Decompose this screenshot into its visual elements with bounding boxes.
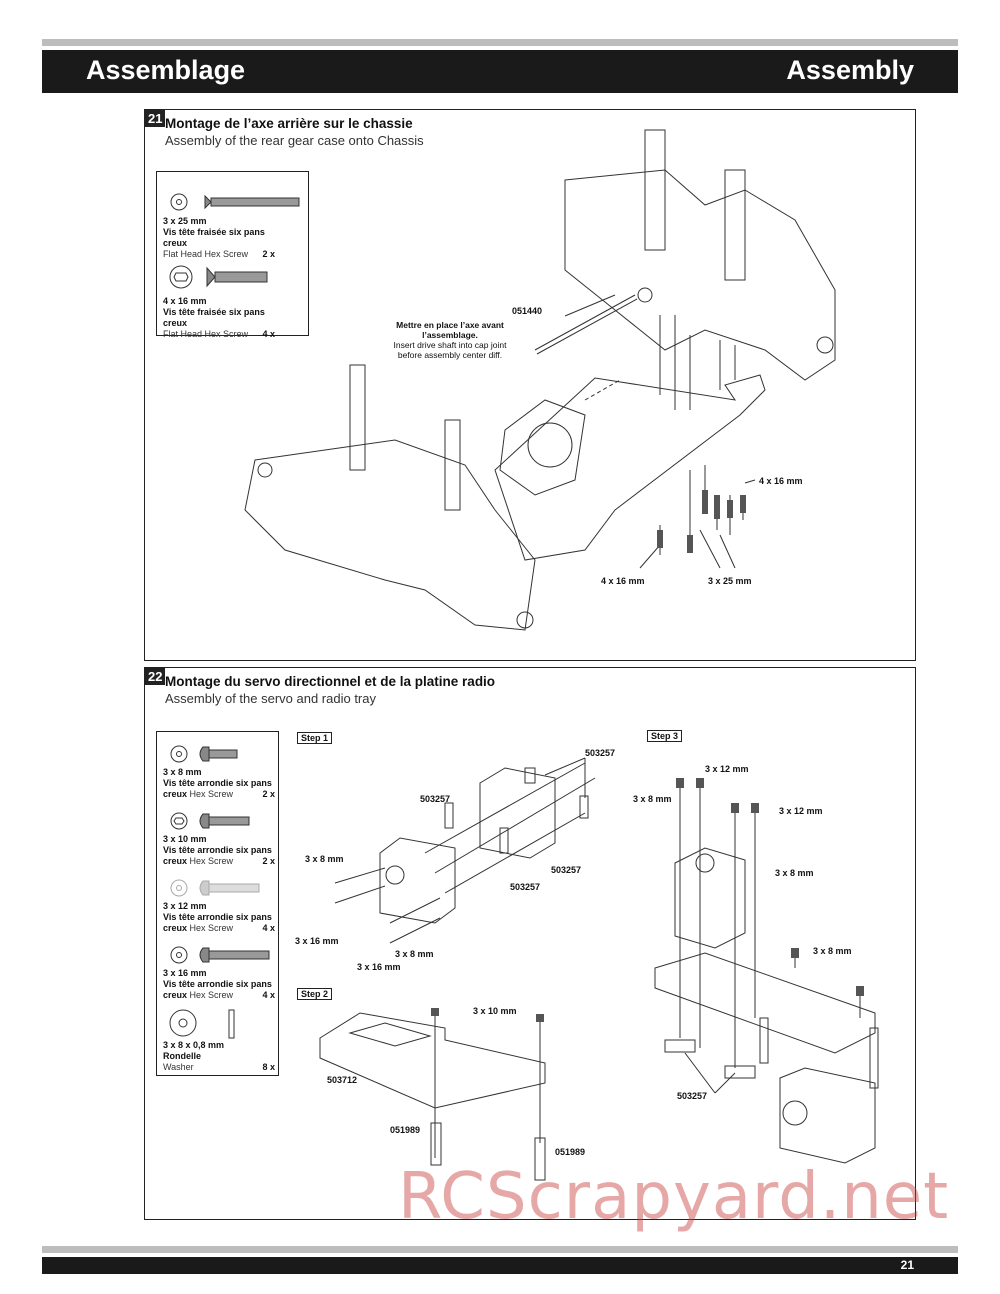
servo-mounted — [779, 1067, 876, 1164]
part-number-label: 503257 — [677, 1091, 708, 1101]
servo-mount-frame — [479, 767, 556, 859]
watermark: RCScrapyard.net — [398, 1160, 950, 1234]
page-header: Assemblage Assembly — [42, 50, 958, 93]
bottom-rule — [42, 1246, 958, 1253]
part-number-label: 051440 — [512, 306, 543, 316]
screw-label: 3 x 8 mm — [775, 868, 814, 878]
chassis-exploded-diagram — [244, 129, 836, 631]
rear-gearbox — [564, 169, 836, 381]
step-title-en: Assembly of the servo and radio tray — [165, 691, 376, 706]
part-number-label: 503257 — [551, 865, 582, 875]
screw-label: 3 x 25 mm — [708, 576, 752, 586]
legend-item: 3 x 25 mm Vis tête fraisée six pans creu… — [163, 216, 275, 259]
screw-label: 3 x 8 mm — [633, 794, 672, 804]
screw-illustrations — [169, 193, 300, 289]
step-1-label: Step 1 — [297, 732, 333, 744]
page-footer: 21 — [42, 1257, 958, 1274]
step-2-label: Step 2 — [297, 988, 333, 1000]
screw-label: 4 x 16 mm — [759, 476, 803, 486]
page-number: 21 — [900, 1258, 914, 1272]
legend-item: 4 x 16 mm Vis tête fraisée six pans creu… — [163, 296, 275, 339]
part-number-label: 051989 — [390, 1125, 421, 1135]
part-number-label: 503257 — [585, 748, 616, 758]
screw-label: 3 x 16 mm — [357, 962, 401, 972]
drive-shaft — [534, 294, 636, 351]
step-number: 22 — [145, 668, 166, 685]
step-title-fr: Montage du servo directionnel et de la p… — [165, 674, 496, 689]
header-title-fr: Assemblage — [86, 55, 246, 85]
front-assembly — [244, 439, 536, 631]
part-number-label: 051989 — [555, 1147, 586, 1157]
servo-tray-diagram — [319, 757, 879, 1181]
part-number-label: 503257 — [510, 882, 541, 892]
servo-body — [379, 837, 456, 924]
screw-label: 3 x 8 mm — [813, 946, 852, 956]
center-diff — [499, 399, 586, 496]
assembly-note: Mettre en place l’axe avant l’assemblage… — [393, 320, 507, 360]
step-title-en: Assembly of the rear gear case onto Chas… — [165, 133, 424, 148]
part-number-label: 503257 — [420, 794, 451, 804]
step-number: 21 — [145, 110, 166, 127]
radio-tray — [319, 1012, 546, 1109]
screw-label: 3 x 12 mm — [705, 764, 749, 774]
top-rule — [42, 39, 958, 46]
step-21-panel: 21 Montage de l’axe arrière sur le chass… — [144, 109, 916, 661]
tray-with-posts — [654, 952, 876, 1054]
servo-upright — [674, 847, 746, 949]
step-title-fr: Montage de l’axe arrière sur le chassie — [165, 116, 413, 131]
parts-legend: 3 x 25 mm Vis tête fraisée six pans creu… — [156, 171, 309, 339]
screw-label: 3 x 8 mm — [395, 949, 434, 959]
part-number-label: 503712 — [327, 1075, 358, 1085]
screw-illustrations — [169, 745, 270, 1039]
step-3-label: Step 3 — [647, 730, 683, 742]
chassis-plate — [494, 374, 766, 561]
screw-label: 3 x 16 mm — [295, 936, 339, 946]
screw-label: 3 x 8 mm — [305, 854, 344, 864]
step-22-panel: 22 Montage du servo directionnel et de l… — [144, 667, 916, 1220]
screw-label: 4 x 16 mm — [601, 576, 645, 586]
screw-label: 3 x 12 mm — [779, 806, 823, 816]
header-title-en: Assembly — [786, 55, 914, 85]
screw-label: 3 x 10 mm — [473, 1006, 517, 1016]
